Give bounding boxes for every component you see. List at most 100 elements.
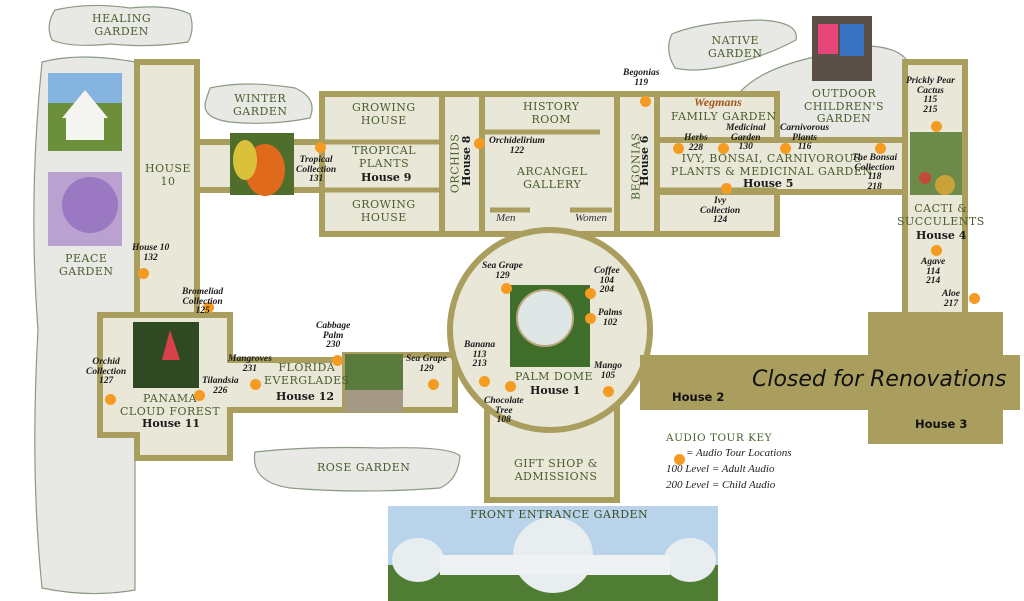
interior-walls (322, 129, 777, 213)
photo-bromeliad (133, 322, 199, 388)
audio-stop-label: Aloe 217 (942, 289, 960, 309)
key-line-locations: = Audio Tour Locations (686, 447, 792, 459)
photo-everglades (345, 354, 403, 412)
cacti-succulents-label: CACTI & SUCCULENTS (897, 202, 985, 228)
winter-garden-area (204, 83, 313, 124)
key-line-adult: 100 Level = Adult Audio (666, 463, 775, 475)
audio-stop-label: Mango 105 (594, 361, 622, 381)
audio-stop-label: Palms 102 (598, 308, 623, 328)
panama-cloud-forest-label: PANAMA CLOUD FOREST (120, 392, 221, 418)
audio-stop-label: Herbs 228 (684, 133, 708, 153)
house-1-label: House 1 (530, 384, 581, 397)
house-11-label: House 11 (142, 417, 201, 430)
audio-stop-marker[interactable] (602, 385, 614, 397)
audio-stop-marker[interactable] (968, 292, 980, 304)
audio-stop-label: Chocolate Tree 108 (484, 396, 524, 425)
photo-palm-dome (510, 285, 590, 367)
audio-stop-marker[interactable] (930, 120, 942, 132)
audio-stop-marker[interactable] (478, 375, 490, 387)
audio-stop-marker[interactable] (874, 142, 886, 154)
audio-stop-marker[interactable] (249, 378, 261, 390)
house-5-label: House 5 (743, 177, 794, 190)
closed-renovation-area (640, 312, 1020, 444)
audio-stop-label: Prickly Pear Cactus 115 215 (906, 76, 955, 115)
audio-stop-label: Ivy Collection 124 (700, 196, 741, 225)
house-9-label: House 9 (361, 171, 412, 184)
audio-stop-label: House 10 132 (132, 243, 170, 263)
womens-restroom-label: Women (575, 212, 607, 224)
ivy-bonsai-label: IVY, BONSAI, CARNIVOROUS PLANTS & MEDICI… (671, 152, 873, 178)
house-3-label: House 3 (915, 417, 968, 431)
wegmans-logo: Wegmans (694, 95, 742, 109)
winter-garden-label: WINTER GARDEN (233, 92, 288, 118)
audio-stop-marker[interactable] (672, 142, 684, 154)
audio-stop-marker[interactable] (504, 380, 516, 392)
rose-garden-area (253, 446, 461, 492)
healing-garden-area (48, 4, 193, 47)
gift-shop-label: GIFT SHOP & ADMISSIONS (514, 457, 598, 483)
audio-stop-label: Mangroves 231 (228, 354, 272, 374)
mens-restroom-label: Men (496, 212, 516, 224)
audio-stop-marker[interactable] (584, 287, 596, 299)
house-4-label: House 4 (916, 229, 967, 242)
florida-everglades-label: FLORIDA EVERGLADES (264, 361, 350, 387)
audio-stop-marker[interactable] (473, 137, 485, 149)
closed-for-renovations-label: Closed for Renovations (752, 367, 1007, 392)
audio-stop-label: Tilandsia 226 (202, 376, 239, 396)
native-garden-area (668, 19, 797, 71)
house-12-label: House 12 (276, 390, 335, 403)
audio-stop-label: Agave 114 214 (921, 257, 946, 286)
peace-garden-label: PEACE GARDEN (59, 252, 114, 278)
audio-stop-label: Orchid Collection 127 (86, 357, 127, 386)
audio-stop-label: The Bonsai Collection 118 218 (852, 153, 898, 192)
audio-stop-marker[interactable] (202, 301, 214, 313)
growing-house-bottom-label: GROWING HOUSE (352, 198, 416, 224)
audio-tour-key-title: AUDIO TOUR KEY (666, 432, 773, 444)
audio-stop-label: Sea Grape 129 (406, 354, 447, 374)
history-room-label: HISTORY ROOM (523, 100, 580, 126)
photo-front-entrance (388, 506, 718, 601)
audio-stop-marker[interactable] (584, 312, 596, 324)
house-10-label: HOUSE 10 (145, 162, 191, 188)
audio-stop-marker[interactable] (193, 389, 205, 401)
audio-stop-marker[interactable] (427, 378, 439, 390)
key-line-child: 200 Level = Child Audio (666, 479, 776, 491)
native-garden-label: NATIVE GARDEN (708, 34, 763, 60)
photo-cacti (910, 132, 962, 195)
audio-dot-icon (674, 454, 685, 465)
arcangel-gallery-label: ARCANGEL GALLERY (517, 165, 588, 191)
audio-stop-marker[interactable] (720, 182, 732, 194)
audio-stop-marker[interactable] (314, 141, 326, 153)
audio-stop-label: Orchidelirium 122 (489, 136, 545, 156)
audio-stop-label: Sea Grape 129 (482, 261, 523, 281)
audio-stop-label: Carnivorous Plants 116 (780, 123, 830, 152)
growing-house-top-label: GROWING HOUSE (352, 101, 416, 127)
audio-stop-marker[interactable] (331, 354, 343, 366)
house-8-label: House 8 (460, 135, 474, 186)
rose-garden-label: ROSE GARDEN (317, 461, 411, 474)
audio-stop-marker[interactable] (500, 282, 512, 294)
family-garden-label: FAMILY GARDEN (671, 110, 777, 123)
building-walls (97, 59, 968, 503)
audio-stop-marker[interactable] (779, 142, 791, 154)
house-6-label: House 6 (638, 135, 652, 186)
audio-stop-marker[interactable] (930, 244, 942, 256)
audio-stop-label: Bromeliad Collection 125 (182, 287, 224, 316)
photo-children (812, 16, 872, 81)
house-2-label: House 2 (672, 390, 725, 404)
audio-stop-label: Medicinal Garden 130 (726, 123, 766, 152)
audio-stop-marker[interactable] (717, 142, 729, 154)
healing-garden-label: HEALING GARDEN (92, 12, 152, 38)
photo-gazebo (48, 73, 122, 151)
audio-stop-marker[interactable] (639, 95, 651, 107)
photo-croton (230, 133, 294, 196)
front-entrance-garden-label: FRONT ENTRANCE GARDEN (470, 508, 649, 521)
outdoor-childrens-garden-label: OUTDOOR CHILDREN'S GARDEN (804, 87, 884, 126)
audio-stop-label: Tropical Collection 131 (296, 155, 337, 184)
audio-stop-marker[interactable] (104, 393, 116, 405)
audio-stop-marker[interactable] (137, 267, 149, 279)
photo-allium (48, 172, 122, 246)
audio-stop-label: Begonias 119 (623, 68, 660, 88)
